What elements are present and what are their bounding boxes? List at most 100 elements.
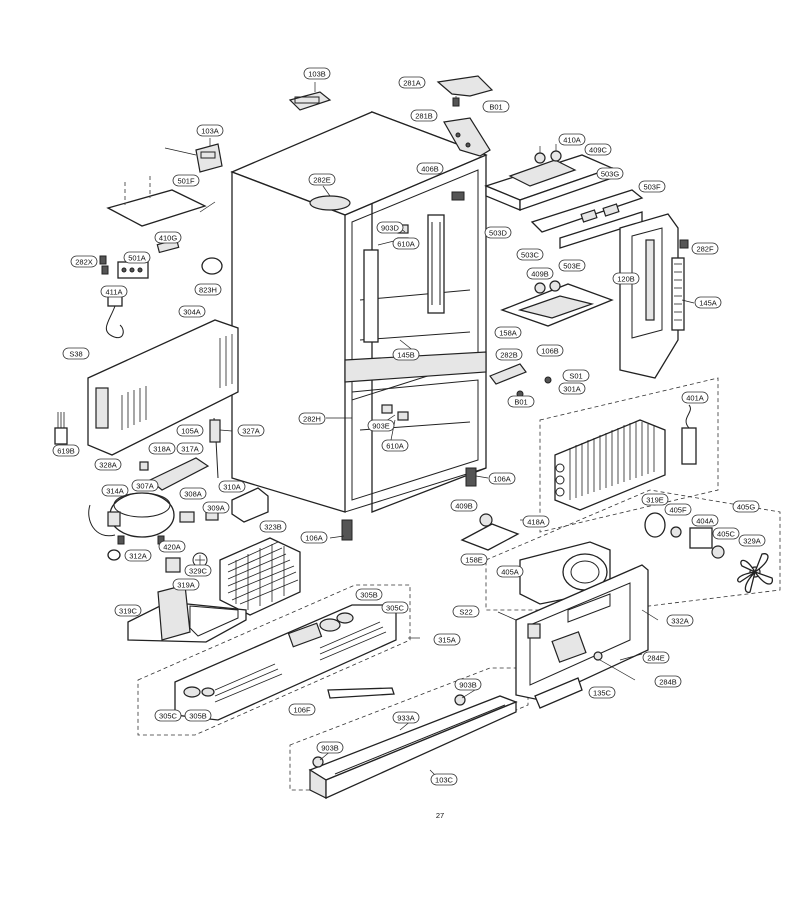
callout-145b: 145B xyxy=(392,348,420,361)
callout-bubble xyxy=(691,242,719,255)
callout-label: 328A xyxy=(99,461,117,470)
callout-label: 404A xyxy=(696,517,714,526)
callout-label: 317A xyxy=(181,445,199,454)
callout-145a: 145A xyxy=(694,296,722,309)
callout-label: 305C xyxy=(159,712,178,721)
callout-label: 405A xyxy=(501,568,519,577)
callout-105a: 105A xyxy=(176,424,204,437)
callout-label: 327A xyxy=(242,427,260,436)
callout-503d: 503D xyxy=(484,226,512,239)
callout-bubble xyxy=(558,382,586,395)
callout-bubble xyxy=(172,578,200,591)
callout-284b: 284B xyxy=(654,675,682,688)
callout-305b-bot: 305B xyxy=(184,709,212,722)
callout-bubble xyxy=(694,296,722,309)
callout-label: 106A xyxy=(493,475,511,484)
callout-bubble xyxy=(184,709,212,722)
callout-bubble xyxy=(303,67,331,80)
callout-label: 103A xyxy=(201,127,219,136)
callout-903b-bot: 903B xyxy=(316,741,344,754)
back-panel-304a xyxy=(87,319,239,456)
callout-bubble xyxy=(288,703,316,716)
part-317a xyxy=(148,457,210,491)
callout-bubble xyxy=(484,226,512,239)
callout-bubble xyxy=(410,109,438,122)
callout-404a: 404A xyxy=(691,514,719,527)
callout-bubble xyxy=(148,442,176,455)
callout-120b: 120B xyxy=(612,272,640,285)
callout-405a: 405A xyxy=(496,565,524,578)
callout-label: 503G xyxy=(601,170,620,179)
callout-328a: 328A xyxy=(94,458,122,471)
callout-label: 610A xyxy=(386,442,404,451)
callout-bubble xyxy=(488,472,516,485)
callout-503g: 503G xyxy=(596,167,624,180)
callout-420a: 420A xyxy=(158,540,186,553)
callout-label: 409B xyxy=(455,502,473,511)
callout-bubble xyxy=(355,588,383,601)
callout-314a: 314A xyxy=(101,484,129,497)
part-312a xyxy=(107,549,121,561)
callout-bubble xyxy=(194,283,222,296)
callout-label: 418A xyxy=(527,518,545,527)
refrigerator-cabinet xyxy=(230,111,488,541)
callout-b01-top: B01 xyxy=(482,100,510,113)
callout-label: 105A xyxy=(181,427,199,436)
callout-503c: 503C xyxy=(516,248,544,261)
callout-label: 282F xyxy=(696,245,714,254)
callout-282f: 282F xyxy=(691,242,719,255)
callout-label: 282H xyxy=(303,415,321,424)
callout-label: S22 xyxy=(459,608,472,617)
callout-327a: 327A xyxy=(237,424,265,437)
callout-bubble xyxy=(596,167,624,180)
callout-315a: 315A xyxy=(433,633,461,646)
callout-label: 410A xyxy=(563,136,581,145)
callout-106b: 106B xyxy=(536,344,564,357)
callout-bubble xyxy=(507,395,535,408)
callout-317a: 317A xyxy=(176,442,204,455)
fan-blade-329a xyxy=(737,553,774,594)
callout-bubble xyxy=(433,633,461,646)
callout-label: 405C xyxy=(717,530,736,539)
fan-assembly-405g xyxy=(485,489,781,611)
callout-label: 315A xyxy=(438,636,456,645)
callout-label: 281B xyxy=(415,112,433,121)
callout-label: 312A xyxy=(129,552,147,561)
callout-bubble xyxy=(712,527,740,540)
callout-label: 619B xyxy=(57,447,75,456)
callout-103b: 103B xyxy=(303,67,331,80)
small-parts-left xyxy=(99,238,223,279)
callout-bubble xyxy=(738,534,766,547)
callout-label: B01 xyxy=(514,398,527,407)
callout-label: 501F xyxy=(177,177,195,186)
bar-106f xyxy=(327,687,395,699)
callout-label: 103C xyxy=(435,776,454,785)
callout-bubble xyxy=(562,369,590,382)
bracket-282b xyxy=(489,363,552,398)
grille-103c xyxy=(289,667,529,800)
callout-bubble xyxy=(101,484,129,497)
callout-409c: 409C xyxy=(584,143,612,156)
base-plate-315a xyxy=(137,584,411,736)
callout-label: 308A xyxy=(184,490,202,499)
power-cord-411a xyxy=(105,295,124,339)
callout-319a: 319A xyxy=(172,578,200,591)
callout-bubble xyxy=(536,344,564,357)
callout-bubble xyxy=(176,442,204,455)
callout-label: 406B xyxy=(421,165,439,174)
callout-label: 305B xyxy=(189,712,207,721)
callout-501f: 501F xyxy=(172,174,200,187)
callout-bubble xyxy=(376,221,404,234)
part-619b xyxy=(54,412,68,445)
callout-304a: 304A xyxy=(178,305,206,318)
callout-label: 281A xyxy=(403,79,421,88)
callout-label: 145B xyxy=(397,351,415,360)
callout-label: S01 xyxy=(569,372,582,381)
callout-305b: 305B xyxy=(355,588,383,601)
callout-610a-bot: 610A xyxy=(381,439,409,452)
callout-332a: 332A xyxy=(666,614,694,627)
callout-933a: 933A xyxy=(392,711,420,724)
callout-bubble xyxy=(196,124,224,137)
callout-bubble xyxy=(732,500,760,513)
